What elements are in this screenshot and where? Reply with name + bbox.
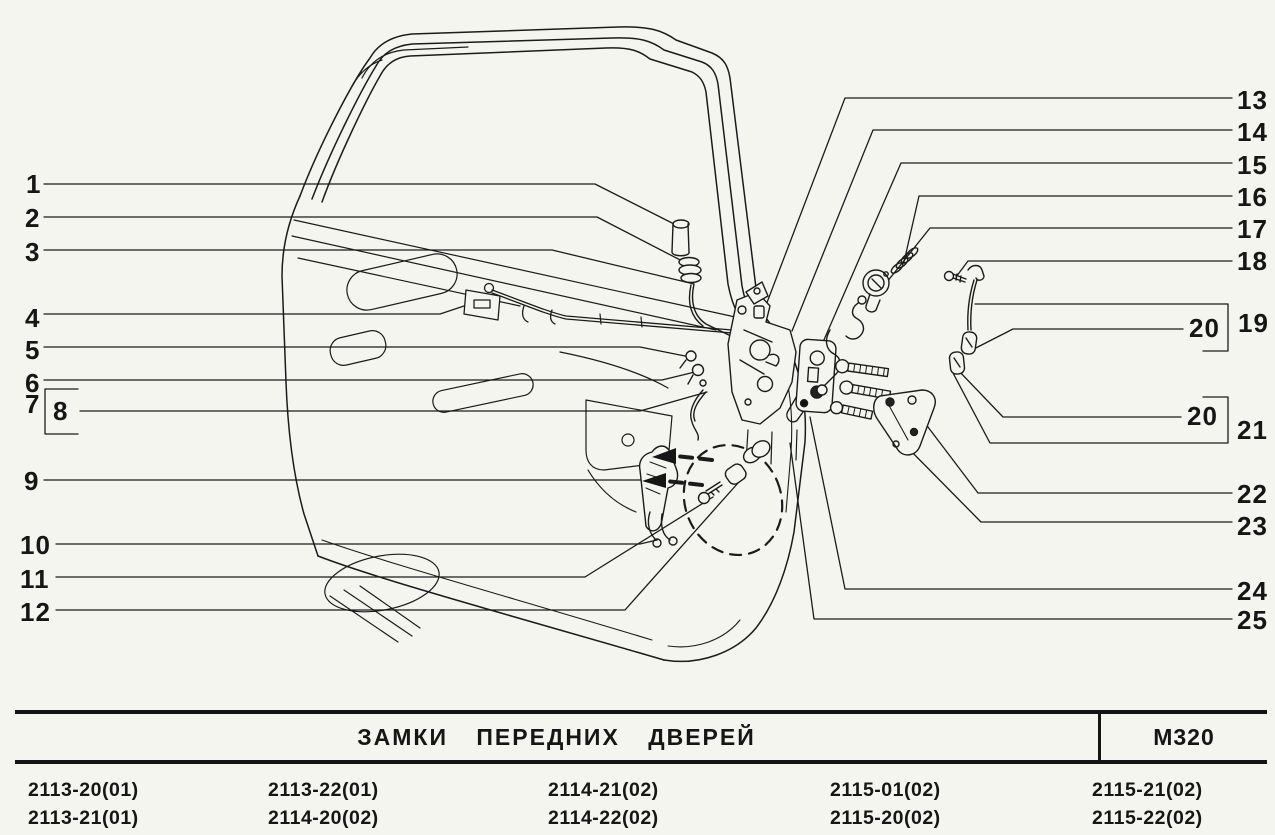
- callout-21: 21: [1237, 415, 1268, 445]
- door-outline: [281, 26, 807, 663]
- lock-cylinder-spring: [890, 247, 919, 274]
- lock-levers: [816, 295, 867, 396]
- door-lock-exploded-diagram: [43, 26, 1233, 663]
- callout-2: 2: [25, 203, 41, 233]
- leader-lines: [43, 97, 1233, 620]
- bent-link-rod: [690, 389, 707, 441]
- callout-4: 4: [25, 303, 41, 333]
- callout-23: 23: [1237, 511, 1268, 541]
- callout-17: 17: [1237, 214, 1268, 244]
- model-item: 2114-21(02): [548, 779, 659, 801]
- rod-clips: [679, 350, 707, 387]
- callout-20a: 20: [1189, 313, 1220, 343]
- callout-box-8: [44, 388, 79, 435]
- callout-12: 12: [20, 597, 51, 627]
- callout-3: 3: [25, 237, 41, 267]
- callout-9: 9: [24, 466, 40, 496]
- callout-18: 18: [1237, 246, 1268, 276]
- door-inner-panel: [291, 219, 798, 643]
- callout-14: 14: [1237, 117, 1268, 147]
- model-item: 2114-20(02): [268, 807, 379, 829]
- model-item: 2115-20(02): [830, 807, 941, 829]
- striker-mounting-bracket: [873, 389, 936, 456]
- door-lock-assembly: [727, 281, 797, 425]
- catalog-footer: ЗАМКИ ПЕРЕДНИХ ДВЕРЕЙ М320: [15, 710, 1267, 764]
- handle-screw-and-bushings: [697, 440, 771, 505]
- callout-1: 1: [26, 169, 42, 199]
- cylinder-screw: [943, 270, 967, 283]
- model-item: 2115-21(02): [1092, 779, 1203, 801]
- callout-24: 24: [1237, 576, 1268, 606]
- lock-cylinder: [862, 269, 890, 313]
- model-item: 2113-22(01): [268, 779, 379, 801]
- callout-6: 6: [25, 368, 41, 398]
- callout-13: 13: [1237, 85, 1268, 115]
- callout-20b: 20: [1187, 401, 1218, 431]
- arrow-heads: [642, 448, 676, 488]
- model-item: 2113-20(01): [28, 779, 139, 801]
- armrest-dashed-outline: [682, 443, 784, 557]
- callout-22: 22: [1237, 479, 1268, 509]
- model-item: 2115-22(02): [1092, 807, 1203, 829]
- model-item: 2115-01(02): [830, 779, 941, 801]
- exterior-handle-rod: [948, 264, 985, 375]
- direction-arrows: [664, 454, 714, 487]
- model-item: 2114-22(02): [548, 807, 659, 829]
- section-title: ЗАМКИ ПЕРЕДНИХ ДВЕРЕЙ: [357, 723, 756, 750]
- callout-5: 5: [25, 335, 41, 365]
- assembly-bracket-21: [952, 372, 1229, 444]
- model-item: 2113-21(01): [28, 807, 139, 829]
- inner-lock-rod: [463, 282, 745, 335]
- callout-25: 25: [1237, 605, 1268, 635]
- callout-8: 8: [53, 396, 69, 426]
- callout-19: 19: [1238, 308, 1269, 338]
- callout-10: 10: [20, 530, 51, 560]
- callout-11: 11: [20, 564, 50, 594]
- lock-button-knob: [671, 219, 743, 343]
- callout-7: 7: [25, 389, 41, 419]
- page-code: М320: [1098, 714, 1267, 760]
- callout-16: 16: [1237, 182, 1268, 212]
- callout-15: 15: [1237, 150, 1268, 180]
- interior-handle: [638, 445, 679, 548]
- assembly-bracket-19: [974, 303, 1229, 352]
